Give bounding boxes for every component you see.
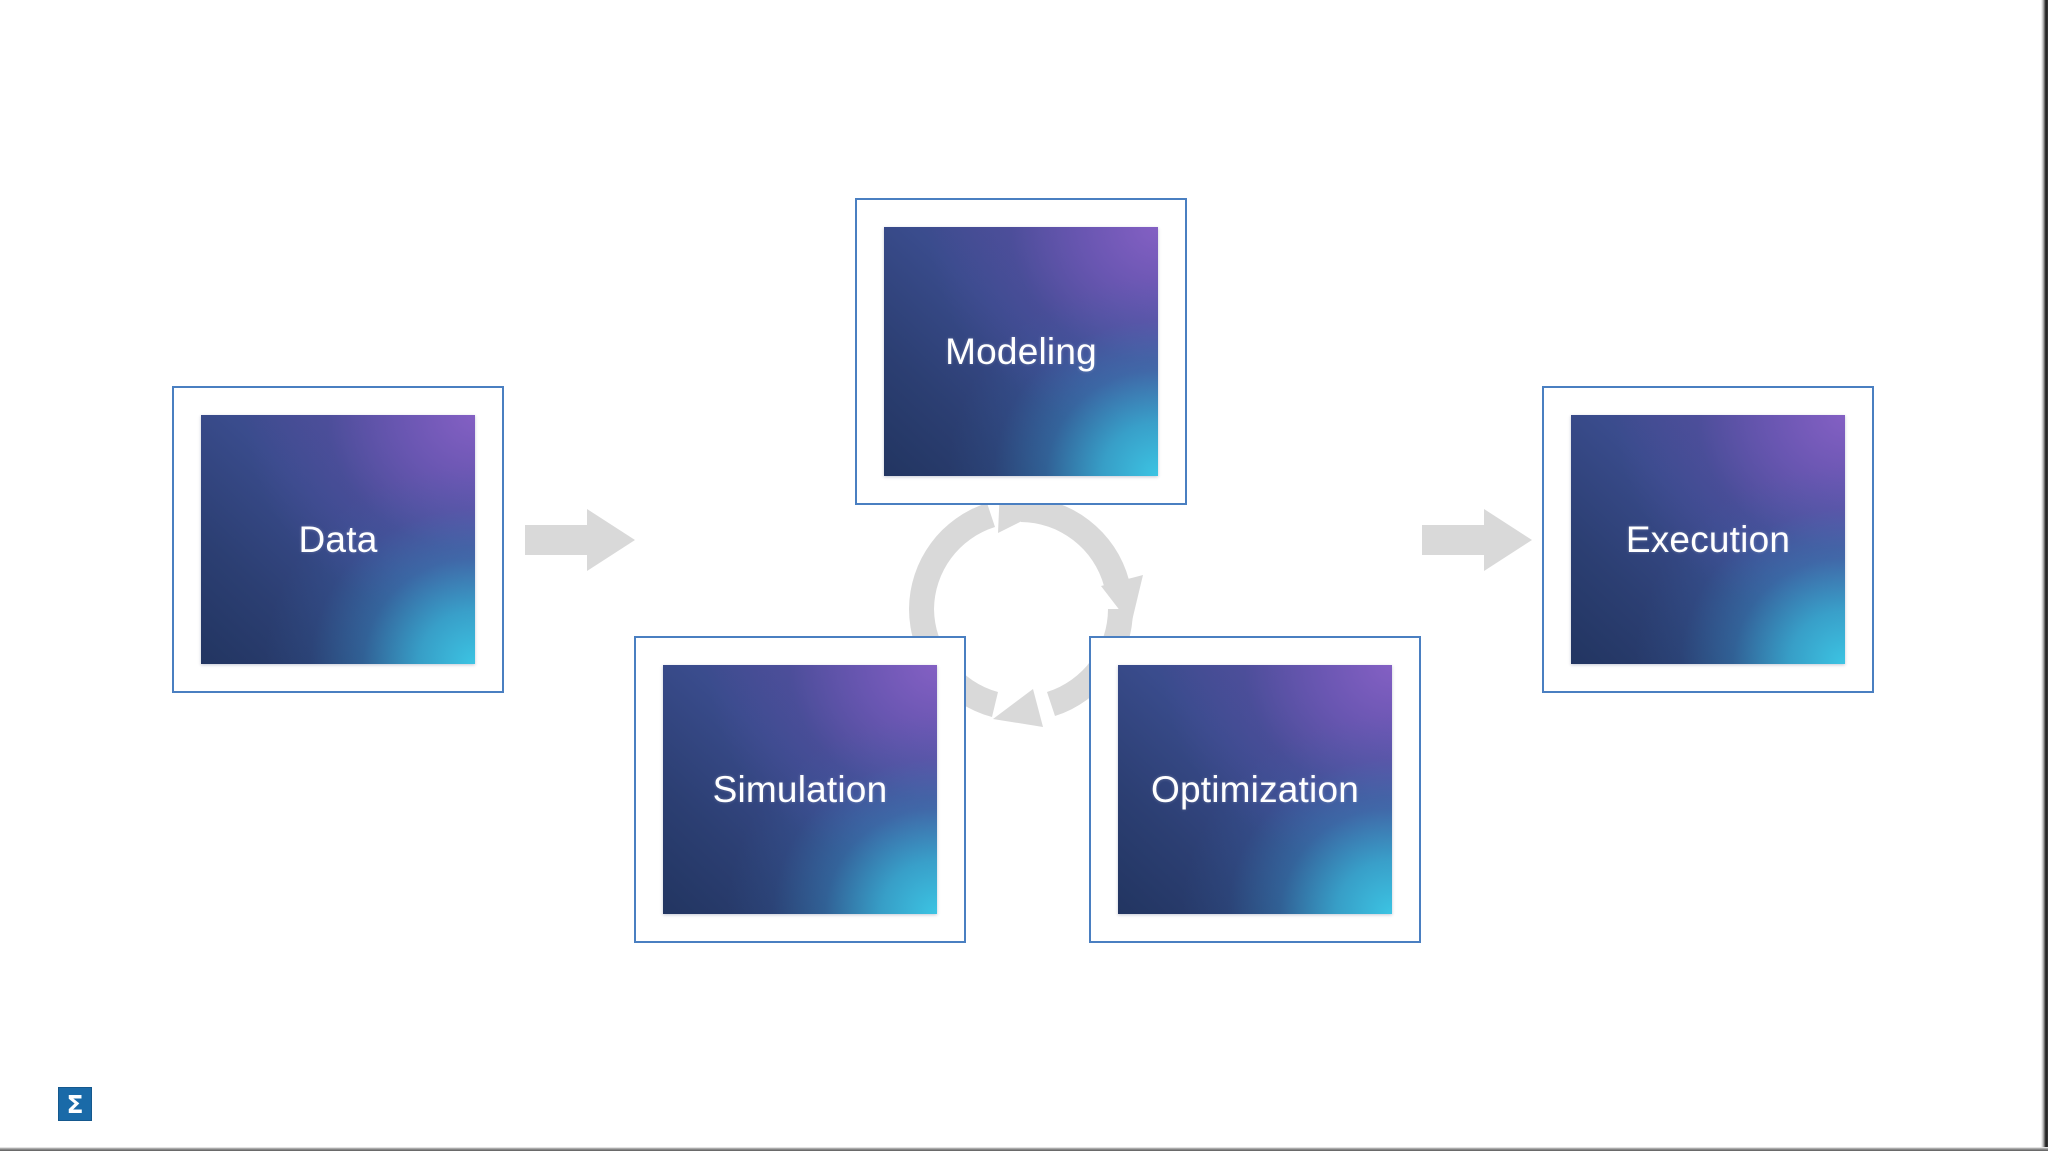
node-modeling-label: Modeling [945, 331, 1097, 372]
frame-edge-right [2041, 0, 2048, 1151]
sigma-glyph: Σ [66, 1089, 84, 1119]
frame-edge-bottom [0, 1147, 2048, 1151]
node-data-label: Data [298, 519, 378, 560]
node-modeling[interactable]: Modeling [855, 198, 1187, 505]
node-data[interactable]: Data [172, 386, 504, 693]
node-execution-tile: Execution [1571, 415, 1845, 664]
node-simulation-label: Simulation [712, 769, 888, 810]
node-modeling-tile: Modeling [884, 227, 1158, 476]
node-data-tile: Data [201, 415, 475, 664]
sigma-logo-icon: Σ [58, 1087, 92, 1121]
node-optimization[interactable]: Optimization [1089, 636, 1421, 943]
node-optimization-label: Optimization [1150, 769, 1360, 810]
node-execution-label: Execution [1625, 519, 1791, 560]
node-simulation[interactable]: Simulation [634, 636, 966, 943]
arrow-data-to-modeling-icon [525, 509, 635, 571]
arrow-optimization-to-execution-icon [1422, 509, 1532, 571]
node-simulation-tile: Simulation [663, 665, 937, 914]
node-execution[interactable]: Execution [1542, 386, 1874, 693]
node-optimization-tile: Optimization [1118, 665, 1392, 914]
